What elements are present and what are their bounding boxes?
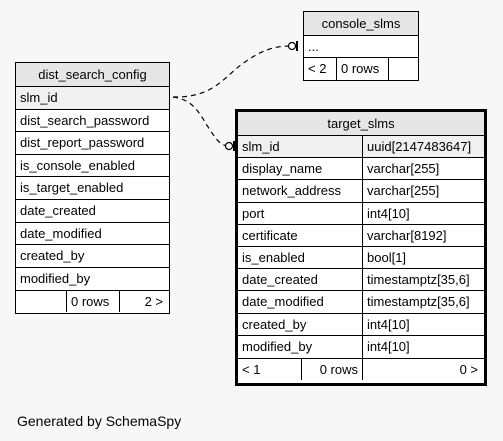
column-name[interactable]: display_name	[242, 161, 323, 177]
row-count: 0 rows	[301, 358, 362, 380]
column-type: timestamptz[35,6]	[362, 291, 484, 313]
prev-link[interactable]: < 2	[308, 61, 327, 76]
table-row: certificate varchar[8192]	[238, 224, 484, 247]
generated-by-note: Generated by SchemaSpy	[17, 413, 182, 429]
table-footer: < 2 0 rows	[304, 58, 418, 80]
column-name[interactable]: dist_search_password	[20, 112, 150, 128]
row-count: 0 rows	[66, 291, 119, 313]
column-name[interactable]: is_enabled	[242, 249, 305, 265]
column-name[interactable]: slm_id	[242, 139, 280, 154]
next-link[interactable]: 2 >	[119, 291, 169, 313]
column-name[interactable]: created_by	[20, 248, 85, 264]
optional-marker-target-slms	[224, 141, 234, 151]
table-console-slms[interactable]: console_slms ... < 2 0 rows	[303, 11, 419, 81]
column-type: uuid[2147483647]	[362, 136, 484, 158]
table-footer: 0 rows 2 >	[16, 290, 169, 313]
table-title[interactable]: target_slms	[238, 112, 484, 136]
table-row: network_address varchar[255]	[238, 180, 484, 203]
relationship-target-slms	[172, 96, 231, 147]
optional-marker-console-slms	[287, 41, 297, 51]
column-type: bool[1]	[362, 246, 484, 269]
column-name[interactable]: is_console_enabled	[20, 157, 135, 173]
table-row: port int4[10]	[238, 202, 484, 225]
table-row: slm_id uuid[2147483647]	[238, 136, 484, 159]
table-row: date_created timestamptz[35,6]	[238, 269, 484, 292]
table-row: modified_by	[16, 268, 169, 291]
prev-link[interactable]	[16, 291, 66, 312]
table-title[interactable]: console_slms	[304, 12, 418, 36]
table-dist-search-config[interactable]: dist_search_config slm_id dist_search_pas…	[15, 62, 170, 314]
column-type: varchar[255]	[362, 158, 484, 180]
column-type: varchar[255]	[362, 180, 484, 202]
column-name[interactable]: date_modified	[20, 225, 102, 241]
row-count: 0 rows	[336, 58, 388, 80]
column-type: int4[10]	[362, 335, 484, 358]
column-name[interactable]: network_address	[242, 183, 341, 199]
column-name[interactable]: modified_by	[242, 338, 313, 354]
column-name[interactable]: is_target_enabled	[20, 180, 124, 196]
relationship-console-slms	[172, 45, 291, 98]
table-row: date_modified	[16, 223, 169, 246]
table-row: slm_id	[16, 87, 169, 110]
column-name[interactable]: modified_by	[20, 270, 91, 286]
prev-link[interactable]: < 1	[242, 361, 261, 377]
column-type: int4[10]	[362, 313, 484, 335]
table-title[interactable]: dist_search_config	[16, 63, 169, 87]
column-name[interactable]: port	[242, 205, 265, 221]
table-footer: < 1 0 rows 0 >	[238, 357, 484, 380]
table-row: date_created	[16, 200, 169, 223]
next-link[interactable]	[388, 58, 418, 80]
column-type: int4[10]	[362, 202, 484, 224]
column-name[interactable]: created_by	[242, 316, 307, 332]
table-row: is_console_enabled	[16, 155, 169, 178]
table-row: display_name varchar[255]	[238, 158, 484, 181]
table-row: is_enabled bool[1]	[238, 246, 484, 270]
column-type: timestamptz[35,6]	[362, 269, 484, 291]
column-type: varchar[8192]	[362, 224, 484, 246]
column-name[interactable]: date_created	[242, 272, 318, 288]
next-link[interactable]: 0 >	[362, 358, 484, 380]
table-row: modified_by int4[10]	[238, 335, 484, 358]
table-row: created_by int4[10]	[238, 313, 484, 336]
column-name[interactable]: certificate	[242, 227, 298, 243]
table-row: dist_search_password	[16, 110, 169, 133]
table-row: dist_report_password	[16, 132, 169, 155]
table-row: date_modified timestamptz[35,6]	[238, 291, 484, 314]
table-row: created_by	[16, 245, 169, 268]
column-name[interactable]: slm_id	[20, 90, 58, 105]
column-name[interactable]: dist_report_password	[20, 135, 145, 151]
column-name[interactable]: date_modified	[242, 294, 324, 310]
column-name[interactable]: date_created	[20, 202, 96, 218]
table-row: is_target_enabled	[16, 177, 169, 200]
table-row: ...	[304, 36, 418, 58]
row-label: ...	[308, 39, 319, 54]
